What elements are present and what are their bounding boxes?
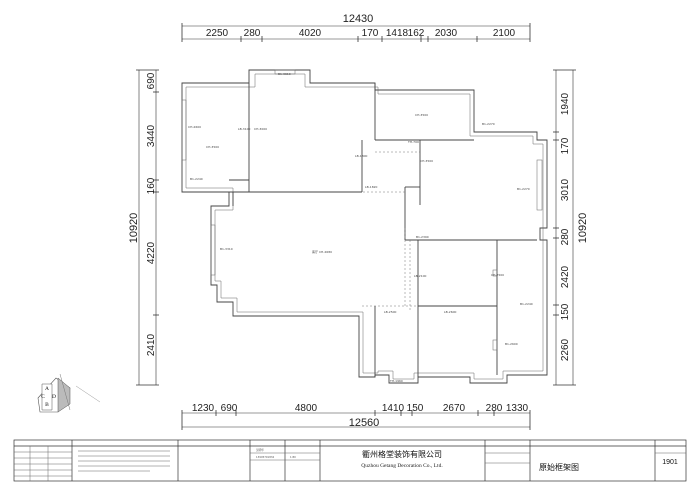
left-dim-3: 160 xyxy=(146,177,157,194)
room-label: B1-2390 xyxy=(416,235,429,239)
top-dim-2: 280 xyxy=(244,28,261,39)
room-label: B1-3610 xyxy=(278,72,291,76)
drawing-title: 原始框架图 xyxy=(539,462,579,472)
drawing-number: 1901 xyxy=(662,459,678,466)
bottom-total-dimension: 12560 xyxy=(349,417,380,429)
company-name-en: Quzhou Getang Decoration Co., Ltd. xyxy=(361,463,443,469)
bottom-dim-6: 2670 xyxy=(443,403,466,414)
room-label: LB-1800 xyxy=(355,154,368,158)
room-label: B1-3310 xyxy=(220,247,233,251)
right-dim-1: 1940 xyxy=(560,92,571,115)
left-dim-4: 4220 xyxy=(146,241,157,264)
room-label: CH-3500 xyxy=(415,113,428,117)
right-dim-7: 2260 xyxy=(560,338,571,361)
room-label: LB-2100 xyxy=(414,274,427,278)
right-dim-4: 280 xyxy=(560,228,571,245)
room-label: B1-2240 xyxy=(190,177,203,181)
inner-wall xyxy=(185,73,544,380)
room-label: B1-2600 xyxy=(505,342,518,346)
top-dim-1: 2250 xyxy=(206,28,229,39)
right-dimensions: 1940 170 3010 280 2420 150 2260 10920 xyxy=(553,69,589,386)
room-label: CH-2600 xyxy=(188,125,201,129)
top-dim-3: 4020 xyxy=(299,28,322,39)
room-label: CH-3000 xyxy=(254,127,267,131)
top-dim-5: 1418 xyxy=(386,28,409,39)
phone-number: 13905701834 xyxy=(256,455,275,459)
right-dim-6: 150 xyxy=(560,303,571,320)
top-dim-6: 162 xyxy=(408,28,425,39)
left-dim-5: 2410 xyxy=(146,333,157,356)
company-name-cn: 衢州格堂装饰有限公司 xyxy=(362,449,442,459)
logo-letter-b: B xyxy=(45,402,49,408)
room-label: B1-2270 xyxy=(517,187,530,191)
room-label: LB-3100 xyxy=(238,127,251,131)
top-dimensions: 12430 2250 280 4020 170 1418 162 2030 21… xyxy=(181,13,531,42)
room-label: LB-2500 xyxy=(384,310,397,314)
right-dim-3: 3010 xyxy=(560,178,571,201)
compass-logo: A C D B xyxy=(37,373,101,413)
bottom-dimensions: 1230 690 4800 1410 150 2670 280 1330 125… xyxy=(181,403,531,430)
room-label: LB-2600 xyxy=(444,310,457,314)
title-block-frame xyxy=(13,439,687,482)
outer-wall xyxy=(181,69,548,384)
right-dim-2: 170 xyxy=(560,137,571,154)
room-label: CH-2500 xyxy=(491,273,504,277)
designer-name: 吴明华 xyxy=(256,448,264,452)
bottom-dim-8: 1330 xyxy=(506,403,529,414)
room-label: B1-2270 xyxy=(482,122,495,126)
room-label: TH-1960 xyxy=(389,379,403,383)
room-label: TH-700 xyxy=(407,140,419,144)
bottom-dim-3: 4800 xyxy=(295,403,318,414)
room-label: CH-3500 xyxy=(206,145,219,149)
right-total-dimension: 10920 xyxy=(577,213,589,244)
logo-letter-a: A xyxy=(45,386,49,392)
top-total-dimension: 12430 xyxy=(343,13,374,25)
bottom-dim-1: 1230 xyxy=(192,403,215,414)
floor-plan-walls xyxy=(181,69,548,384)
bottom-dim-2: 690 xyxy=(221,403,238,414)
bottom-dim-4: 1410 xyxy=(382,403,405,414)
top-dim-4: 170 xyxy=(362,28,379,39)
left-total-dimension: 10920 xyxy=(128,213,140,244)
bottom-dim-7: 280 xyxy=(486,403,503,414)
room-labels: B1-3610 CH-3500 CH-3500 B1-2270 CH-2600 … xyxy=(188,72,533,383)
room-label: CH-3500 xyxy=(420,159,433,163)
left-dim-2: 3440 xyxy=(146,124,157,147)
left-dim-1: 690 xyxy=(146,72,157,89)
top-dim-7: 2030 xyxy=(435,28,458,39)
top-dim-8: 2100 xyxy=(493,28,516,39)
right-dim-5: 2420 xyxy=(560,265,571,288)
room-label: LB-1820 xyxy=(365,185,378,189)
bottom-dim-5: 150 xyxy=(407,403,424,414)
room-label: B1-2240 xyxy=(520,302,533,306)
drawing-scale: 1:80 xyxy=(290,455,296,459)
logo-letter-c: C xyxy=(41,394,45,400)
logo-letter-d: D xyxy=(52,394,56,400)
room-label: 客厅 CH-2680 xyxy=(312,249,332,254)
title-block: 吴明华 1:80 13905701834 衢州格堂装饰有限公司 Quzhou G… xyxy=(13,439,687,482)
left-dimensions: 690 3440 160 4220 2410 10920 xyxy=(128,69,159,386)
